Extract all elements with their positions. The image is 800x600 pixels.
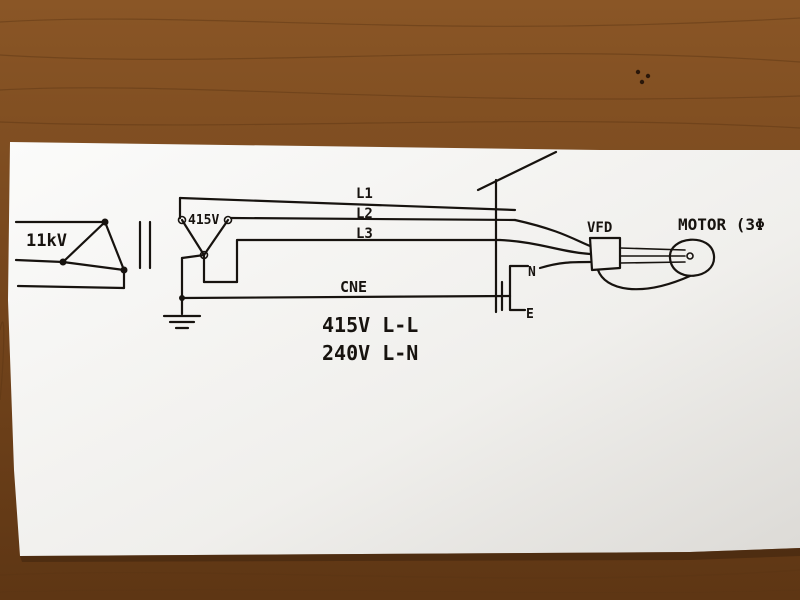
paper-sheet: [8, 142, 800, 556]
line-label-l1: L1: [356, 186, 373, 202]
distribution-board: [476, 150, 558, 314]
paper-shadow: [20, 548, 800, 562]
primary-delta-winding: [14, 218, 128, 290]
vfd-feed-wires: [498, 218, 592, 312]
wood-grain: [0, 17, 800, 594]
vfd-terminal-n: N: [528, 265, 536, 280]
secondary-star-winding: [177, 215, 233, 284]
note-line-to-neutral: 240V L-N: [322, 341, 418, 365]
vfd-box: [588, 236, 622, 272]
vfd-terminal-e: E: [526, 307, 534, 322]
secondary-line-l1: [178, 196, 517, 220]
primary-voltage-label: 11kV: [26, 231, 67, 251]
neutral-cne-line: [180, 256, 512, 302]
motor-symbol: [668, 238, 716, 277]
vfd-label: VFD: [587, 220, 612, 236]
secondary-voltage-label: 415V: [188, 213, 219, 228]
neutral-label-cne: CNE: [340, 278, 367, 296]
motor-label: MOTOR (3Φ: [678, 215, 765, 234]
line-label-l3: L3: [356, 226, 373, 242]
earth-icon: [162, 295, 202, 330]
wood-knot-marks: [635, 69, 651, 85]
vfd-to-motor-wires: [596, 247, 692, 291]
line-label-l2: L2: [356, 206, 373, 222]
secondary-line-l3: [202, 238, 502, 284]
secondary-line-l2: [229, 216, 517, 222]
transformer-core: [138, 220, 152, 270]
note-line-to-line: 415V L-L: [322, 313, 418, 337]
